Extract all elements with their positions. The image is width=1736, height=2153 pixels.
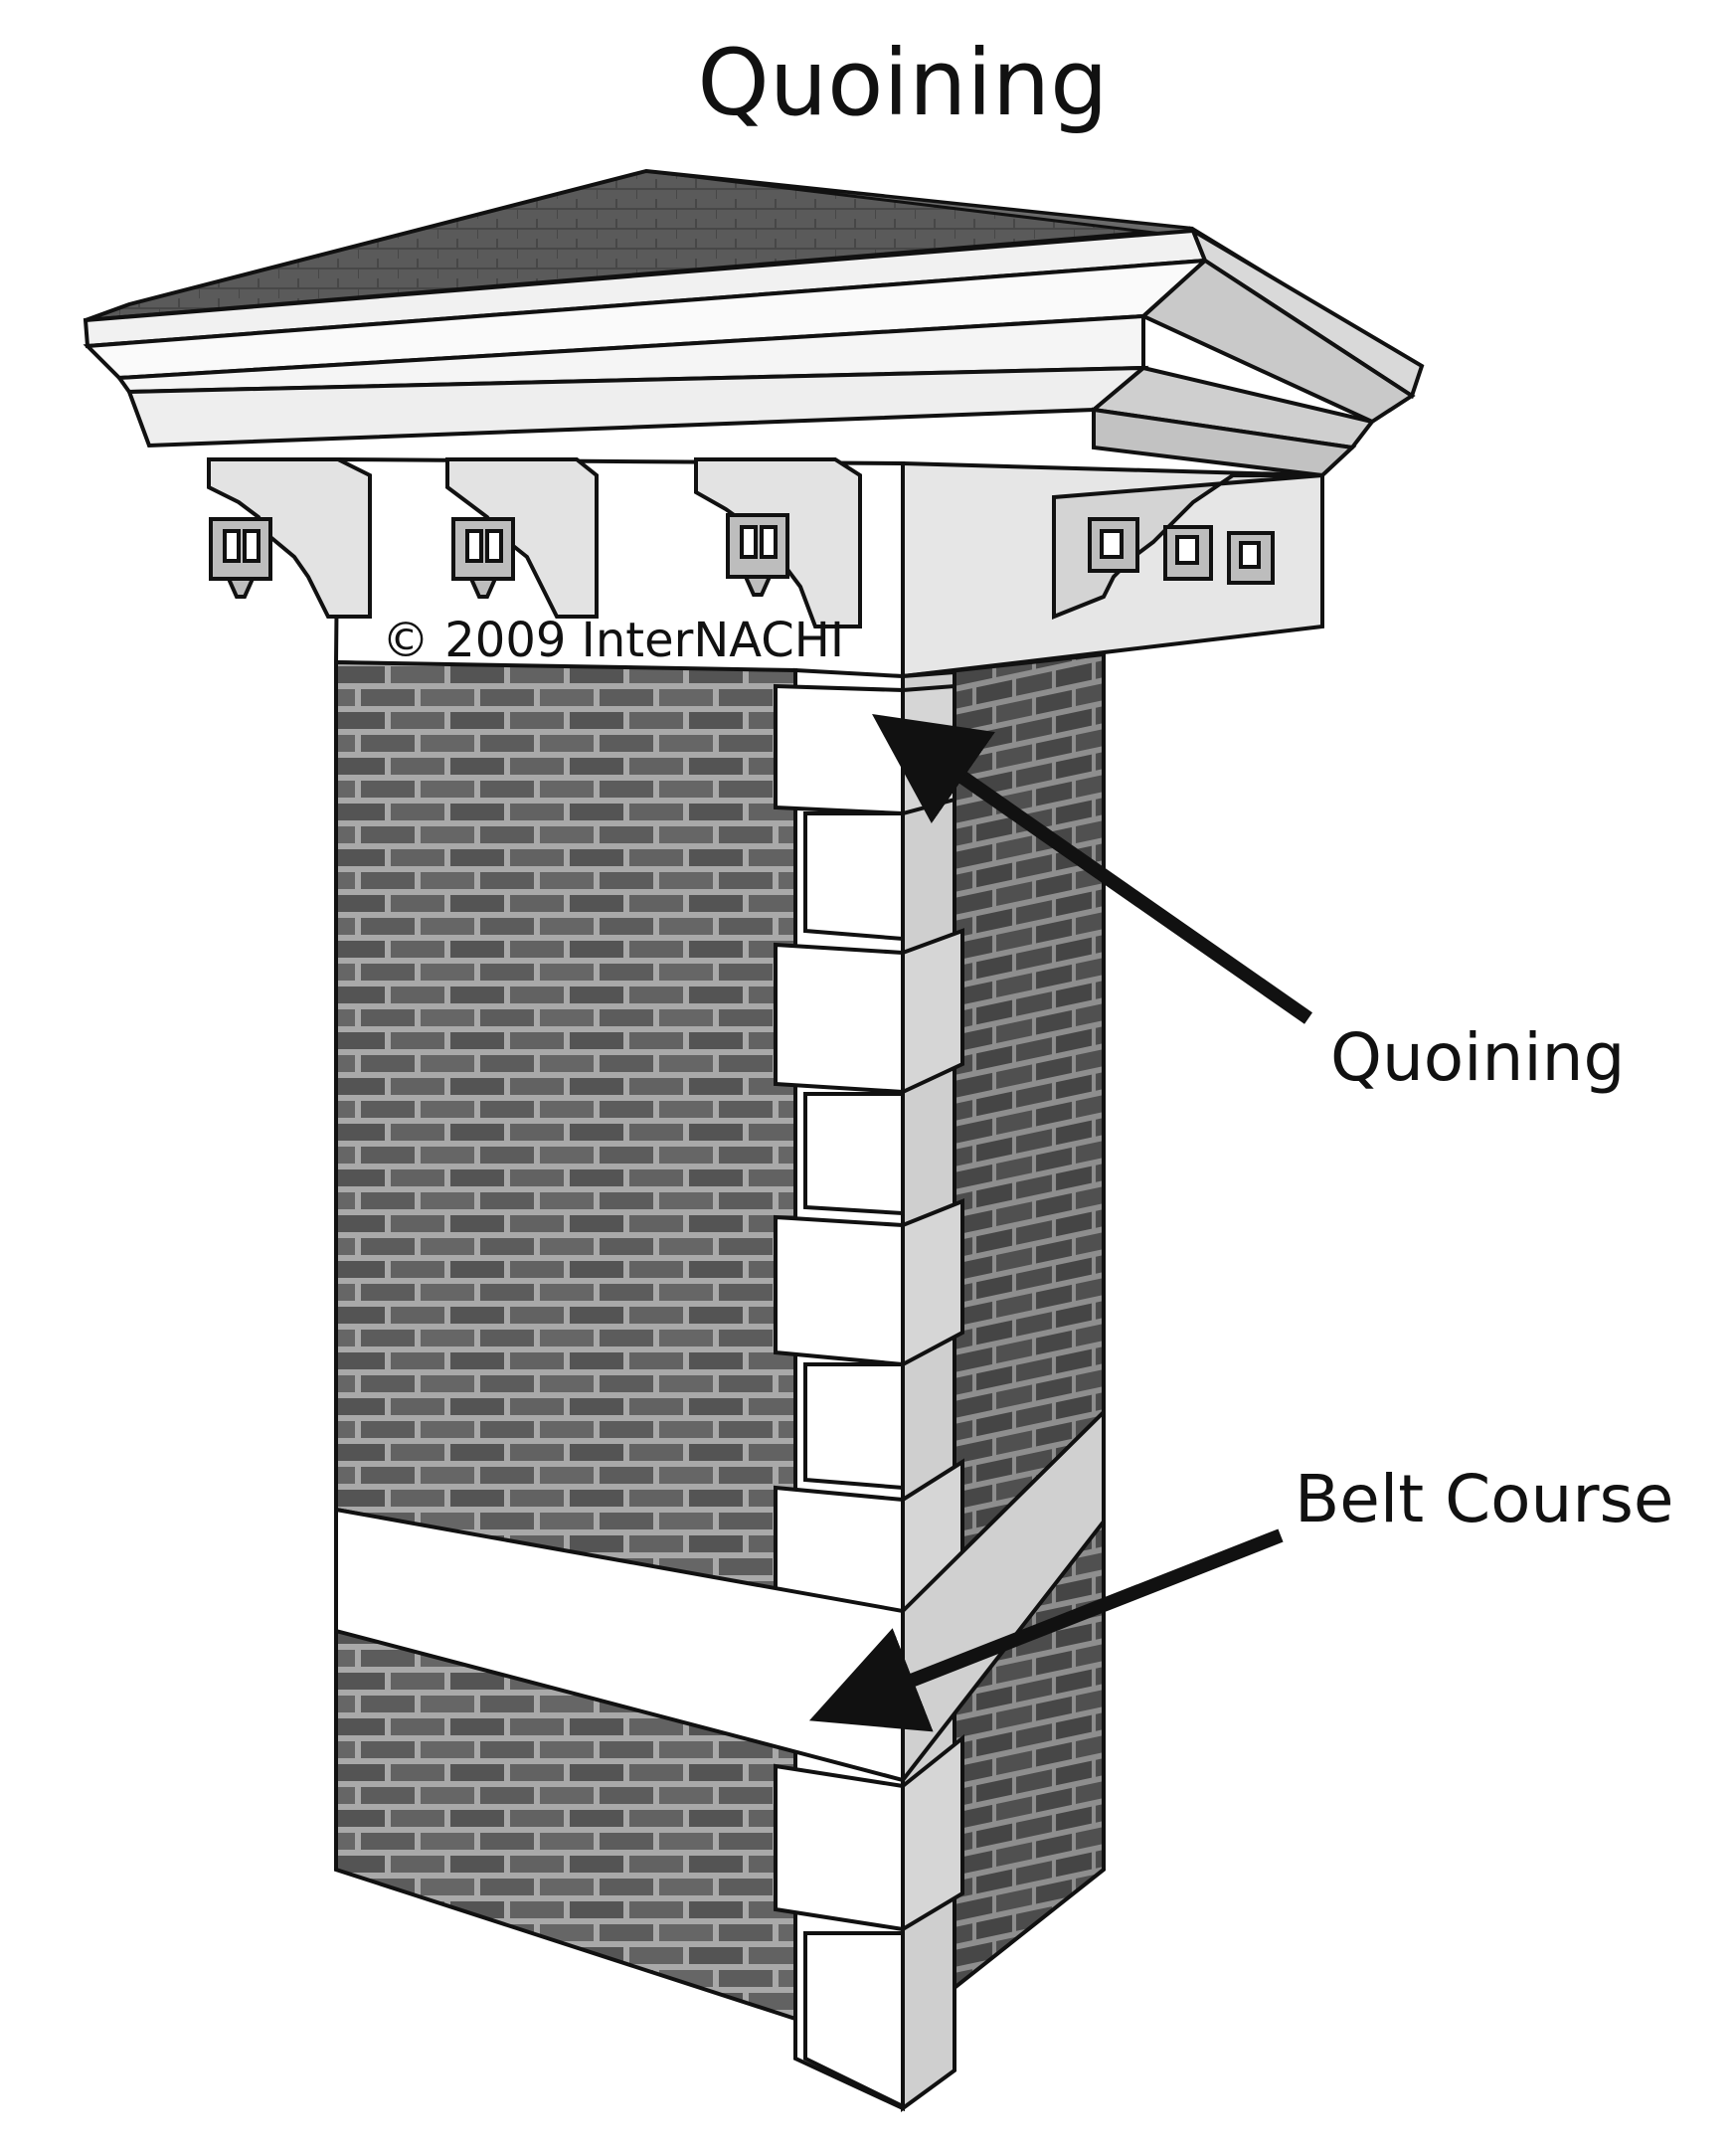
- belt-course-arrow: [808, 1528, 1284, 1732]
- callout-belt-course: Belt Course: [808, 1461, 1674, 1732]
- lanterns: [209, 513, 1275, 599]
- left-brick-face: [334, 659, 797, 2022]
- diagram-title: Quoining: [697, 30, 1108, 136]
- belt-course: [334, 1407, 1106, 1786]
- callout-quoining: Quoining: [872, 713, 1625, 1096]
- brackets-front: [207, 457, 1323, 628]
- quoining-label: Quoining: [1330, 1019, 1625, 1096]
- belt-course-label: Belt Course: [1295, 1461, 1674, 1537]
- quoining-arrow: [872, 713, 1313, 1024]
- cornice: [83, 226, 1425, 478]
- copyright-text: © 2009 InterNACHI: [382, 613, 844, 668]
